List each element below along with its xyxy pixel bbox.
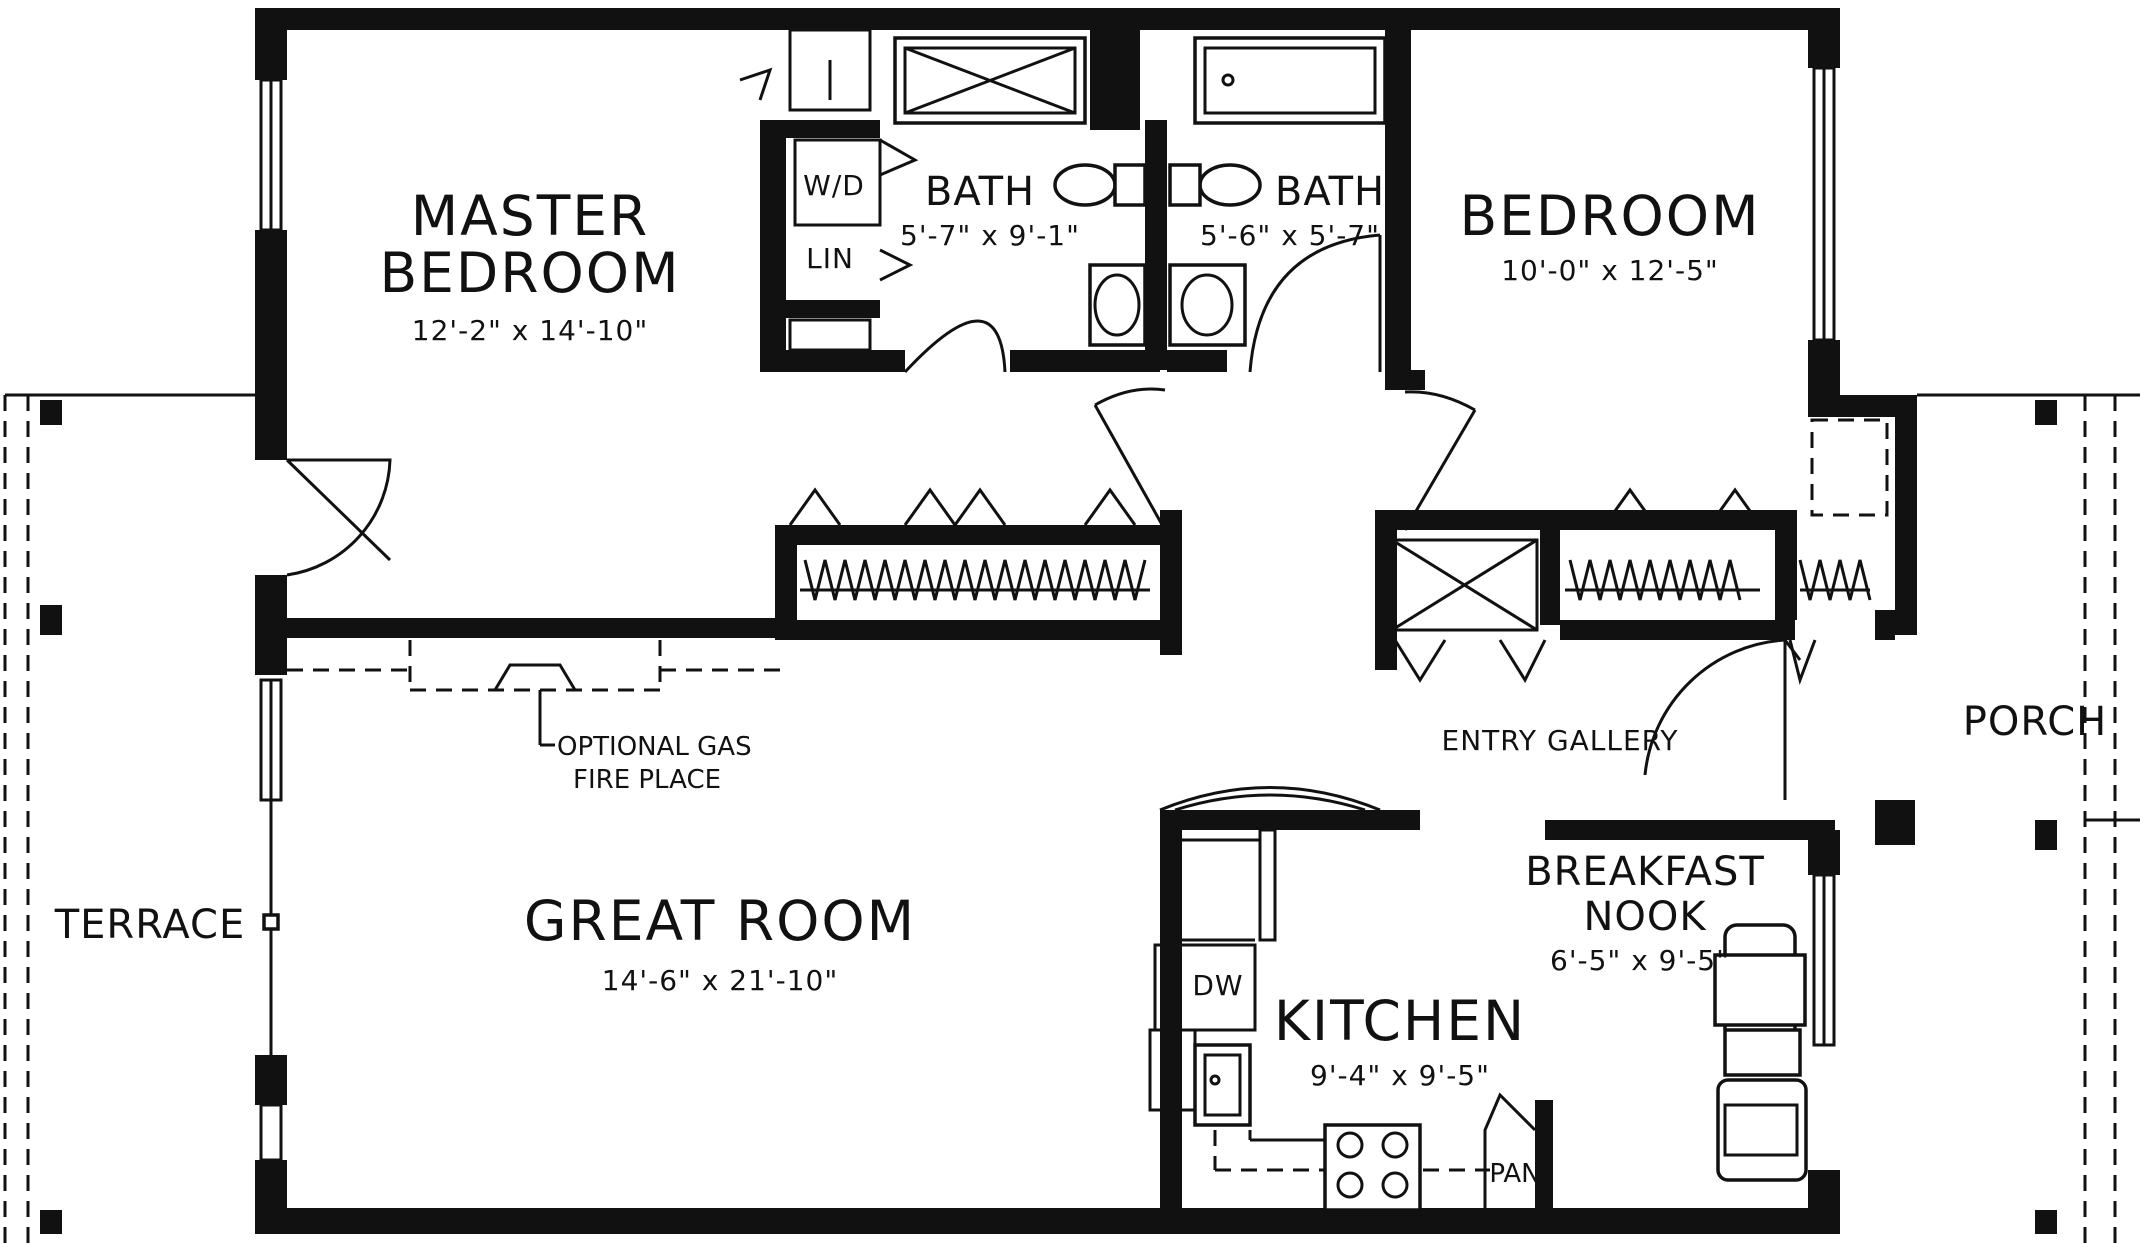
windows (259, 66, 1836, 1162)
terrace-label: TERRACE (54, 902, 246, 948)
master-bath-label: BATH (925, 169, 1035, 215)
breakfast-nook-dims: 6'-5" x 9'-5" (1550, 944, 1730, 977)
entry-gallery-label: ENTRY GALLERY (1442, 724, 1679, 757)
linen-label: LIN (806, 242, 854, 275)
outdoor-dashed (3, 393, 2140, 1244)
pantry-label: PAN (1489, 1159, 1540, 1189)
master-bedroom-label: MASTER (411, 184, 650, 248)
dishwasher-label: DW (1192, 969, 1243, 1002)
breakfast-table (1713, 923, 1808, 1182)
master-bedroom-label-2: BEDROOM (379, 241, 680, 305)
fixture-labels: W/D LIN DW PAN OPTIONAL GAS FIRE PLACE (557, 169, 1541, 1189)
bedroom-label: BEDROOM (1459, 184, 1760, 248)
fireplace-note-1: OPTIONAL GAS (557, 732, 752, 762)
bedroom-dims: 10'-0" x 12'-5" (1501, 254, 1719, 287)
master-bath-dims: 5'-7" x 9'-1" (900, 219, 1080, 252)
exterior-walls (255, 8, 1917, 1234)
washer-dryer-label: W/D (803, 169, 865, 202)
breakfast-nook-label-2: NOOK (1583, 894, 1707, 940)
bath-fixtures (739, 28, 1387, 352)
room-labels: MASTER BEDROOM 12'-2" x 14'-10" BATH 5'-… (54, 169, 2107, 1092)
kitchen-fixtures (1148, 828, 1537, 1212)
hall-bath-label: BATH (1275, 169, 1385, 215)
kitchen-dims: 9'-4" x 9'-5" (1310, 1059, 1490, 1092)
master-bedroom-dims: 12'-2" x 14'-10" (412, 314, 648, 347)
kitchen-label: KITCHEN (1274, 989, 1526, 1053)
fireplace-note-2: FIRE PLACE (573, 765, 721, 795)
hall-bath-dims: 5'-6" x 5'-7" (1200, 219, 1380, 252)
breakfast-nook-label: BREAKFAST (1525, 849, 1765, 895)
porch-label: PORCH (1963, 699, 2107, 745)
fireplace-dashed (287, 640, 785, 747)
door-swings (285, 233, 1802, 812)
great-room-label: GREAT ROOM (524, 889, 916, 953)
great-room-dims: 14'-6" x 21'-10" (602, 964, 838, 997)
closets (788, 418, 1889, 686)
